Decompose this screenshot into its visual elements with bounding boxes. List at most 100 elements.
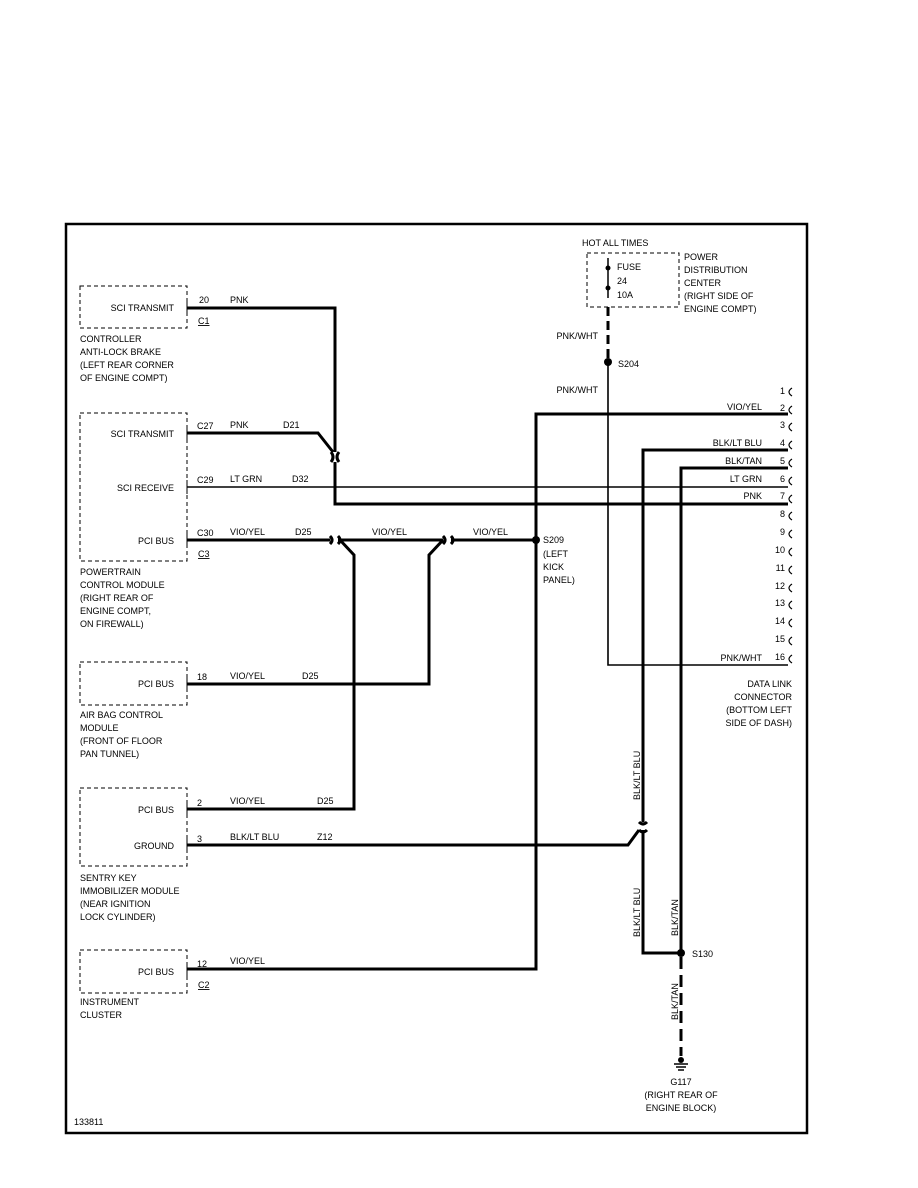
splice-s209-label: S209 (543, 535, 564, 545)
dlc-wire-16: PNK/WHT (721, 653, 763, 663)
wire-label-fuse-out-2: PNK/WHT (557, 385, 599, 395)
wire-label-pcm-pci-color: VIO/YEL (230, 527, 265, 537)
airbag-name-2: (FRONT OF FLOOR (80, 736, 163, 746)
wire-cluster-pci (187, 540, 538, 971)
pdc-name-0: POWER (684, 252, 719, 262)
wire-label-vert-tan-1: BLK/TAN (670, 899, 680, 936)
wire-label-vert-tan-2: BLK/TAN (670, 983, 680, 1020)
cluster-module: PCI BUS 12 C2 INSTRUMENT CLUSTER (79, 949, 210, 1020)
diagram-frame (64, 222, 809, 1135)
pcm-name-4: ON FIREWALL) (80, 619, 144, 629)
wire-vio-dlc (534, 412, 788, 540)
diagram-id: 133811 (74, 1117, 103, 1127)
pdc-fuse-label: FUSE (617, 262, 641, 272)
pcm-name-1: CONTROL MODULE (80, 580, 165, 590)
wire-label-vert-blu-1: BLK/LT BLU (632, 751, 642, 800)
pcm-module: SCI TRANSMIT SCI RECEIVE PCI BUS C27 C29… (79, 412, 214, 629)
skim-name-1: IMMOBILIZER MODULE (80, 886, 180, 896)
abs-connector: C1 (198, 316, 210, 326)
dlc-pin-5: 5 (780, 456, 785, 466)
dlc-pin-2: 2 (780, 403, 785, 413)
wire-label-pcm-tx-color: PNK (230, 420, 249, 430)
wire-label-skim-pci-color: VIO/YEL (230, 796, 265, 806)
wire-label-pci-mid1: VIO/YEL (372, 527, 407, 537)
wire-blk-tan (679, 466, 788, 953)
dlc-pin-11: 11 (776, 563, 785, 573)
dlc-pin-15: 15 (775, 634, 785, 644)
splice-s204-label: S204 (618, 359, 639, 369)
splice-s209-note-0: (LEFT (543, 549, 569, 559)
wire-label-vert-blu-2: BLK/LT BLU (632, 888, 642, 937)
wire-label-pcm-tx-circuit: D21 (283, 420, 300, 430)
splice-s209-note-2: PANEL) (543, 575, 575, 585)
wire-pcm-tx (187, 431, 335, 453)
cluster-name-0: INSTRUMENT (80, 997, 139, 1007)
dlc-pin-10: 10 (775, 545, 785, 555)
pdc-title: HOT ALL TIMES (582, 238, 648, 248)
dlc-pin-12: 12 (775, 581, 785, 591)
wire-skim-gnd (187, 829, 641, 847)
wire-label-skim-gnd-color: BLK/LT BLU (230, 832, 279, 842)
pdc-name-1: DISTRIBUTION (684, 265, 748, 275)
dlc-pin-8: 8 (780, 509, 785, 519)
pdc-name-2: CENTER (684, 278, 722, 288)
wire-label-abs-color: PNK (230, 295, 249, 305)
ground-name-0: (RIGHT REAR OF (644, 1090, 718, 1100)
wire-label-skim-gnd-circuit: Z12 (317, 832, 333, 842)
airbag-name-1: MODULE (80, 723, 119, 733)
pcm-name-2: (RIGHT REAR OF (80, 593, 154, 603)
splice-s130 (677, 949, 685, 957)
dlc-wire-4: BLK/LT BLU (713, 438, 762, 448)
pcm-name-3: ENGINE COMPT, (80, 606, 151, 616)
dlc-pin-14: 14 (775, 616, 785, 626)
dlc-pin-7: 7 (780, 491, 785, 501)
dlc-name-2: (BOTTOM LEFT (726, 705, 792, 715)
ground-symbol: G117 (RIGHT REAR OF ENGINE BLOCK) (644, 1057, 718, 1113)
skim-name-3: LOCK CYLINDER) (80, 912, 156, 922)
splice-s209-note-1: KICK (543, 562, 564, 572)
abs-name-2: (LEFT REAR CORNER (80, 360, 174, 370)
abs-name-3: OF ENGINE COMPT) (80, 373, 168, 383)
dlc-pin-6: 6 (780, 474, 785, 484)
dlc-pin-9: 9 (780, 527, 785, 537)
skim-name-0: SENTRY KEY (80, 873, 137, 883)
wire-label-airbag-circuit: D25 (302, 671, 319, 681)
cluster-pin-label: PCI BUS (138, 967, 174, 977)
pcm-pin-rx: C29 (197, 475, 214, 485)
airbag-name-0: AIR BAG CONTROL (80, 710, 163, 720)
pcm-pin-pci: C30 (197, 528, 214, 538)
wire-pnk-wht-dlc (607, 362, 788, 666)
airbag-pin: 18 (197, 672, 207, 682)
dlc-pin-3: 3 (780, 420, 785, 430)
wire-label-cluster-color: VIO/YEL (230, 956, 265, 966)
ground-name-1: ENGINE BLOCK) (646, 1103, 717, 1113)
dlc-name-1: CONNECTOR (734, 692, 792, 702)
splice-s209 (532, 536, 540, 544)
wire-abs-pnk (187, 306, 337, 452)
abs-name-1: ANTI-LOCK BRAKE (80, 347, 161, 357)
dlc-name-0: DATA LINK (747, 679, 792, 689)
wire-label-pcm-pci-circuit: D25 (295, 527, 312, 537)
wire-blk-lt-blu (641, 448, 788, 822)
pdc-fuse-num: 24 (617, 276, 627, 286)
dlc-pin-16: 16 (775, 652, 785, 662)
airbag-module: PCI BUS 18 AIR BAG CONTROL MODULE (FRONT… (79, 661, 207, 759)
dlc-wire-2: VIO/YEL (727, 402, 762, 412)
pcm-name-0: POWERTRAIN (80, 567, 141, 577)
pdc-module: HOT ALL TIMES FUSE 24 10A POWER DISTRIBU… (582, 238, 757, 314)
pdc-name-3: (RIGHT SIDE OF (684, 291, 754, 301)
dlc-wire-5: BLK/TAN (725, 456, 762, 466)
wire-label-pcm-rx-circuit: D32 (292, 474, 309, 484)
airbag-pin-label: PCI BUS (138, 679, 174, 689)
pcm-connector: C3 (198, 549, 210, 559)
wire-label-skim-pci-circuit: D25 (317, 796, 334, 806)
skim-pin-pci-label: PCI BUS (138, 805, 174, 815)
skim-name-2: (NEAR IGNITION (80, 899, 151, 909)
dlc-wire-6: LT GRN (730, 474, 762, 484)
wire-label-pcm-rx-color: LT GRN (230, 474, 262, 484)
wire-label-pci-mid2: VIO/YEL (473, 527, 508, 537)
pcm-pin-tx: C27 (197, 421, 214, 431)
wire-label-fuse-out-1: PNK/WHT (557, 331, 599, 341)
pcm-pin-tx-label: SCI TRANSMIT (111, 429, 175, 439)
